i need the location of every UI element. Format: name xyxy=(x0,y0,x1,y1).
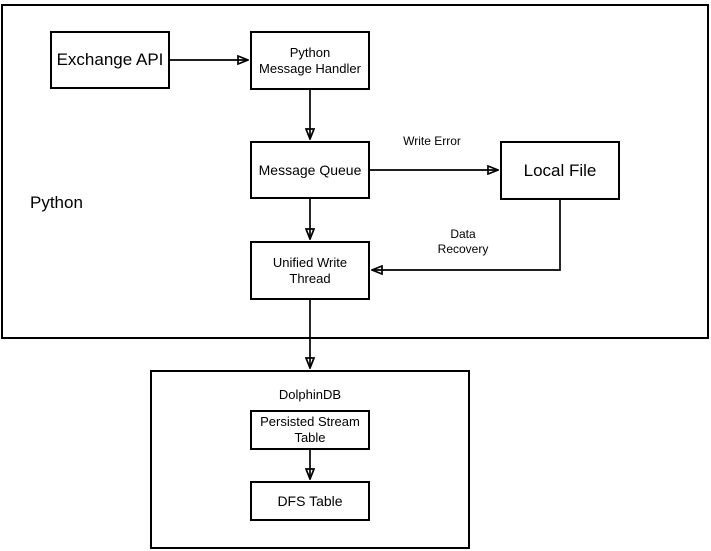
edge-label-data-recovery-line2: Recovery xyxy=(437,242,489,256)
node-message-queue-label: Message Queue xyxy=(258,161,362,178)
node-persisted-stream-table-line2: Table xyxy=(294,430,326,445)
dolphindb-container-label: DolphinDB xyxy=(278,387,342,402)
node-python-message-handler-line1: Python xyxy=(289,44,331,60)
node-persisted-stream-table: Persisted Stream Table xyxy=(250,410,370,450)
node-message-queue: Message Queue xyxy=(250,141,370,199)
node-local-file-label: Local File xyxy=(523,160,597,180)
node-exchange-api-label: Exchange API xyxy=(56,50,164,69)
node-dfs-table-label: DFS Table xyxy=(277,492,343,509)
node-local-file: Local File xyxy=(500,141,620,200)
edge-label-write-error: Write Error xyxy=(403,134,461,148)
node-dfs-table: DFS Table xyxy=(250,481,370,521)
node-python-message-handler: Python Message Handler xyxy=(250,31,370,90)
node-unified-write-thread-line1: Unified Write xyxy=(272,254,348,270)
python-container-label: Python xyxy=(30,193,83,212)
python-container xyxy=(1,4,709,339)
dolphindb-container xyxy=(150,370,470,549)
node-python-message-handler-line2: Message Handler xyxy=(259,60,361,76)
node-unified-write-thread: Unified Write Thread xyxy=(250,241,370,300)
edge-local-file-to-thread xyxy=(372,200,561,270)
edge-label-data-recovery-line1: Data xyxy=(450,227,476,241)
edge-label-data-recovery: Data Recovery xyxy=(403,227,523,257)
node-unified-write-thread-line2: Thread xyxy=(289,270,331,286)
node-exchange-api: Exchange API xyxy=(50,31,170,89)
node-persisted-stream-table-line1: Persisted Stream xyxy=(260,414,360,429)
